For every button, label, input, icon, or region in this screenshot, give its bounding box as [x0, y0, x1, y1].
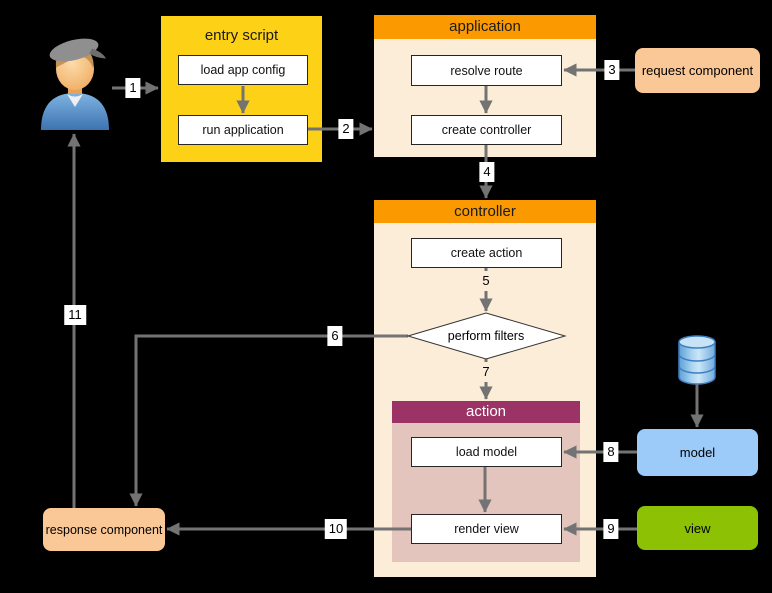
step-label-6: 6 — [327, 326, 343, 346]
step-label-1: 1 — [125, 78, 141, 98]
run-application-step: run application — [178, 115, 308, 145]
application-container: application resolve route create control… — [374, 15, 596, 157]
response-component: response component — [43, 508, 165, 551]
entry-script-container: entry script load app config run applica… — [161, 16, 322, 162]
action-title: action — [392, 401, 580, 423]
user-icon — [41, 38, 109, 130]
step-label-8: 8 — [603, 442, 619, 462]
controller-title: controller — [374, 200, 596, 223]
step-label-4: 4 — [479, 162, 495, 182]
application-title: application — [374, 15, 596, 39]
step-label-5: 5 — [479, 271, 493, 291]
step-label-11: 11 — [64, 305, 86, 325]
step-label-2: 2 — [338, 119, 354, 139]
database-icon — [678, 335, 716, 385]
action-container: action load model render view — [392, 401, 580, 562]
request-component: request component — [635, 48, 760, 93]
controller-container: controller create action action load mod… — [374, 200, 596, 577]
perform-filters-step: perform filters — [447, 329, 525, 343]
load-app-config-step: load app config — [178, 55, 308, 85]
step-label-9: 9 — [603, 519, 619, 539]
render-view-step: render view — [411, 514, 562, 544]
entry-script-title: entry script — [204, 27, 279, 44]
view-component: view — [637, 506, 758, 550]
step-label-3: 3 — [604, 60, 620, 80]
model-component: model — [637, 429, 758, 476]
create-action-step: create action — [411, 238, 562, 268]
step-label-10: 10 — [324, 519, 348, 539]
load-model-step: load model — [411, 437, 562, 467]
create-controller-step: create controller — [411, 115, 562, 145]
step-label-7: 7 — [479, 362, 493, 382]
resolve-route-step: resolve route — [411, 55, 562, 86]
